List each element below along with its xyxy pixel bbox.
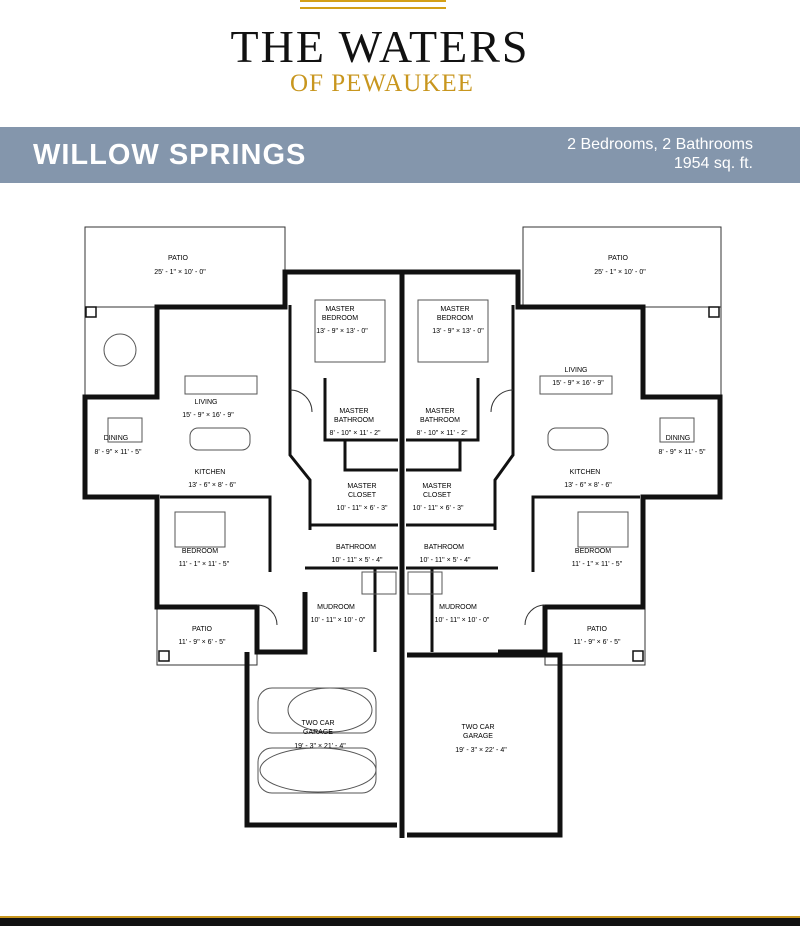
bottom-rule	[0, 916, 800, 926]
plan-name: WILLOW SPRINGS	[33, 139, 307, 171]
room-dims: 8' - 9" × 11' - 5"	[658, 449, 706, 456]
room-dims: 11' - 1" × 11' - 5"	[179, 561, 230, 568]
room-label: LIVING	[195, 399, 218, 406]
room-dims: 13' - 6" × 8' - 6"	[188, 482, 236, 489]
room-label: PATIO	[608, 255, 629, 262]
logo-title: THE WATERS	[230, 21, 530, 72]
floor-plan: PATIO 25' - 1" × 10' - 0" PATIO 25' - 1"…	[82, 226, 723, 838]
room-label: DINING	[104, 435, 129, 442]
room-dims: 13' - 9" × 13' - 0"	[432, 328, 484, 335]
room-label: MASTER	[325, 306, 354, 313]
room-dims: 10' - 11" × 6' - 3"	[337, 505, 388, 512]
room-dims: 8' - 10" × 11' - 2"	[417, 430, 468, 437]
room-dims: 15' - 9" × 16' - 9"	[182, 412, 234, 419]
room-label: PATIO	[168, 255, 189, 262]
room-label: GARAGE	[303, 729, 333, 736]
room-dims: 19' - 3" × 21' - 4"	[294, 743, 346, 750]
room-label: TWO CAR	[301, 720, 334, 727]
room-label: DINING	[666, 435, 691, 442]
room-dims: 10' - 11" × 10' - 0"	[311, 617, 366, 624]
room-label: BEDROOM	[322, 315, 358, 322]
room-dims: 15' - 9" × 16' - 9"	[552, 380, 604, 387]
room-label: MUDROOM	[317, 604, 355, 611]
room-label: MUDROOM	[439, 604, 477, 611]
plan-specs-area: 1954 sq. ft.	[673, 155, 753, 172]
room-dims: 8' - 9" × 11' - 5"	[94, 449, 142, 456]
room-label: LIVING	[565, 367, 588, 374]
room-dims: 25' - 1" × 10' - 0"	[594, 269, 646, 276]
room-dims: 11' - 9" × 6' - 5"	[178, 639, 226, 646]
room-label: BATHROOM	[424, 544, 464, 551]
logo: THE WATERS OF PEWAUKEE	[0, 0, 800, 120]
room-dims: 25' - 1" × 10' - 0"	[154, 269, 206, 276]
room-label: MASTER	[339, 408, 368, 415]
room-label: BEDROOM	[575, 548, 611, 555]
room-label: MASTER	[425, 408, 454, 415]
room-dims: 13' - 9" × 13' - 0"	[316, 328, 368, 335]
room-dims: 11' - 1" × 11' - 5"	[572, 561, 623, 568]
room-label: CLOSET	[348, 492, 377, 499]
room-dims: 19' - 3" × 22' - 4"	[455, 747, 507, 754]
plan-banner: WILLOW SPRINGS 2 Bedrooms, 2 Bathrooms 1…	[0, 127, 800, 183]
room-dims: 10' - 11" × 10' - 0"	[435, 617, 490, 624]
room-dims: 10' - 11" × 5' - 4"	[420, 557, 471, 564]
logo-ornament	[300, 0, 446, 14]
room-label: CLOSET	[423, 492, 452, 499]
room-label: BEDROOM	[437, 315, 473, 322]
room-dims: 10' - 11" × 5' - 4"	[332, 557, 383, 564]
room-dims: 8' - 10" × 11' - 2"	[330, 430, 381, 437]
room-label: PATIO	[192, 626, 213, 633]
room-dims: 11' - 9" × 6' - 5"	[573, 639, 621, 646]
room-label: PATIO	[587, 626, 608, 633]
room-label: BATHROOM	[336, 544, 376, 551]
room-label: BATHROOM	[420, 417, 460, 424]
room-label: BATHROOM	[334, 417, 374, 424]
plan-specs: 2 Bedrooms, 2 Bathrooms 1954 sq. ft.	[567, 135, 753, 173]
room-dims: 13' - 6" × 8' - 6"	[564, 482, 612, 489]
room-dims: 10' - 11" × 6' - 3"	[413, 505, 464, 512]
room-label: MASTER	[347, 483, 376, 490]
logo-subtitle: OF PEWAUKEE	[290, 70, 474, 97]
plan-specs-rooms: 2 Bedrooms, 2 Bathrooms	[567, 136, 753, 153]
room-label: TWO CAR	[461, 724, 494, 731]
room-label: KITCHEN	[195, 469, 226, 476]
room-label: GARAGE	[463, 733, 493, 740]
room-label: MASTER	[440, 306, 469, 313]
room-label: MASTER	[422, 483, 451, 490]
room-label: BEDROOM	[182, 548, 218, 555]
room-label: KITCHEN	[570, 469, 601, 476]
